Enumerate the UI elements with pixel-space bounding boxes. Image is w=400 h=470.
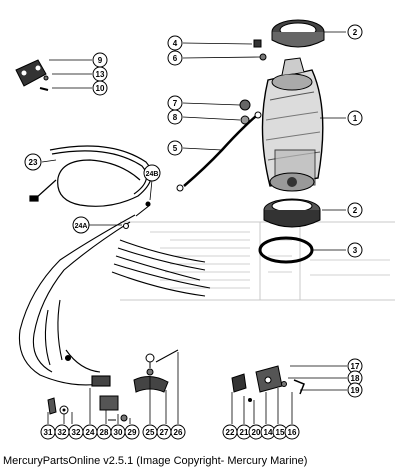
svg-text:26: 26 [174,428,183,437]
svg-text:18: 18 [351,374,360,383]
callout-16: 16 [284,424,300,440]
svg-text:24: 24 [86,428,95,437]
svg-text:15: 15 [276,428,285,437]
callout-24: 24 [82,424,98,440]
svg-text:5: 5 [173,144,178,153]
callout-1: 1 [347,110,363,126]
o-ring [258,236,314,264]
callout-7: 7 [167,95,183,111]
svg-text:7: 7 [173,99,178,108]
callout-27: 27 [156,424,172,440]
svg-text:2: 2 [353,28,358,37]
leader-lines [41,31,347,424]
callout-19: 19 [347,382,363,398]
bottom-right-parts [231,365,305,402]
callout-21: 21 [236,424,252,440]
callouts-bottom-row: 31 32 32 24 28 30 29 25 27 26 22 21 20 1… [40,424,300,440]
svg-text:4: 4 [173,39,178,48]
callout-3: 3 [347,242,363,258]
svg-text:14: 14 [264,428,273,437]
svg-text:29: 29 [128,428,137,437]
end-cap-top [271,19,325,48]
svg-text:28: 28 [100,428,109,437]
svg-text:8: 8 [173,113,178,122]
callouts: 1 2 2 3 4 6 7 8 5 9 13 10 23 24B 24A 17 … [24,24,363,398]
callout-5: 5 [167,140,183,156]
svg-text:21: 21 [240,428,249,437]
svg-text:17: 17 [351,362,360,371]
svg-text:10: 10 [96,84,105,93]
copyright-caption: MercuryPartsOnline v2.5.1 (Image Copyrig… [3,455,308,467]
svg-text:32: 32 [72,428,81,437]
svg-text:16: 16 [288,428,297,437]
callout-30: 30 [110,424,126,440]
callout-4: 4 [167,35,183,51]
callout-13: 13 [92,66,108,82]
svg-text:20: 20 [252,428,261,437]
starter-motor [261,57,324,192]
callout-9: 9 [92,52,108,68]
svg-text:24A: 24A [75,223,88,230]
svg-text:23: 23 [29,158,38,167]
callout-31: 31 [40,424,56,440]
wiring-harness [18,201,211,387]
svg-text:9: 9 [98,56,103,65]
bottom-center-parts [133,349,179,393]
svg-text:27: 27 [160,428,169,437]
svg-text:13: 13 [96,70,105,79]
callout-26: 26 [170,424,186,440]
svg-text:6: 6 [173,54,178,63]
svg-text:1: 1 [353,114,358,123]
callout-2-top: 2 [347,24,363,40]
callout-25: 25 [142,424,158,440]
svg-text:24B: 24B [146,171,159,178]
callout-24a: 24A [72,216,90,234]
bottom-left-hardware [47,395,128,422]
svg-text:19: 19 [351,386,360,395]
svg-text:30: 30 [114,428,123,437]
callout-2-bottom: 2 [347,202,363,218]
callout-29: 29 [124,424,140,440]
callout-23: 23 [24,153,42,171]
battery-cable [176,111,262,192]
svg-text:32: 32 [58,428,67,437]
callout-28: 28 [96,424,112,440]
solenoid-block [15,59,49,91]
callout-10: 10 [92,80,108,96]
callout-14: 14 [260,424,276,440]
callout-24b: 24B [143,164,161,182]
callout-6: 6 [167,50,183,66]
ghost-parts-table [120,221,395,301]
end-cap-bottom [263,198,321,228]
callout-22: 22 [222,424,238,440]
svg-text:3: 3 [353,246,358,255]
callout-32b: 32 [68,424,84,440]
svg-text:31: 31 [44,428,53,437]
coiled-harness [29,145,153,207]
svg-text:22: 22 [226,428,235,437]
callout-18: 18 [347,370,363,386]
callout-32a: 32 [54,424,70,440]
small-hardware-top [239,39,267,125]
callout-8: 8 [167,109,183,125]
callout-20: 20 [248,424,264,440]
callout-17: 17 [347,358,363,374]
svg-text:2: 2 [353,206,358,215]
svg-text:25: 25 [146,428,155,437]
